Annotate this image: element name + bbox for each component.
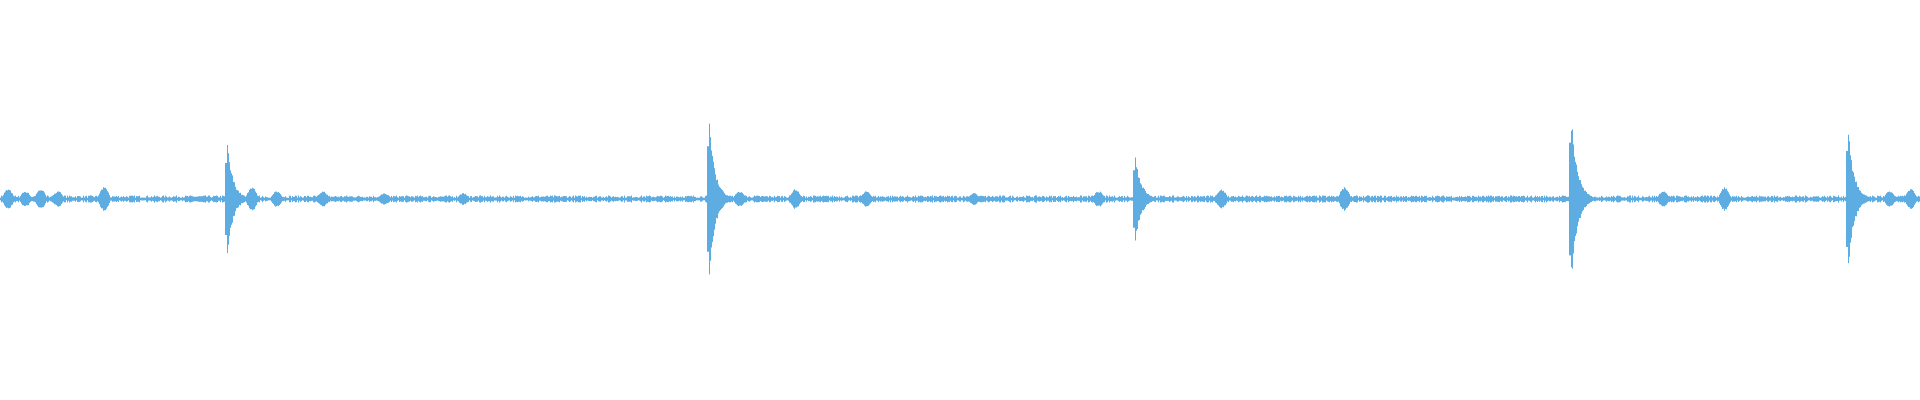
waveform-bars [0, 123, 1920, 275]
